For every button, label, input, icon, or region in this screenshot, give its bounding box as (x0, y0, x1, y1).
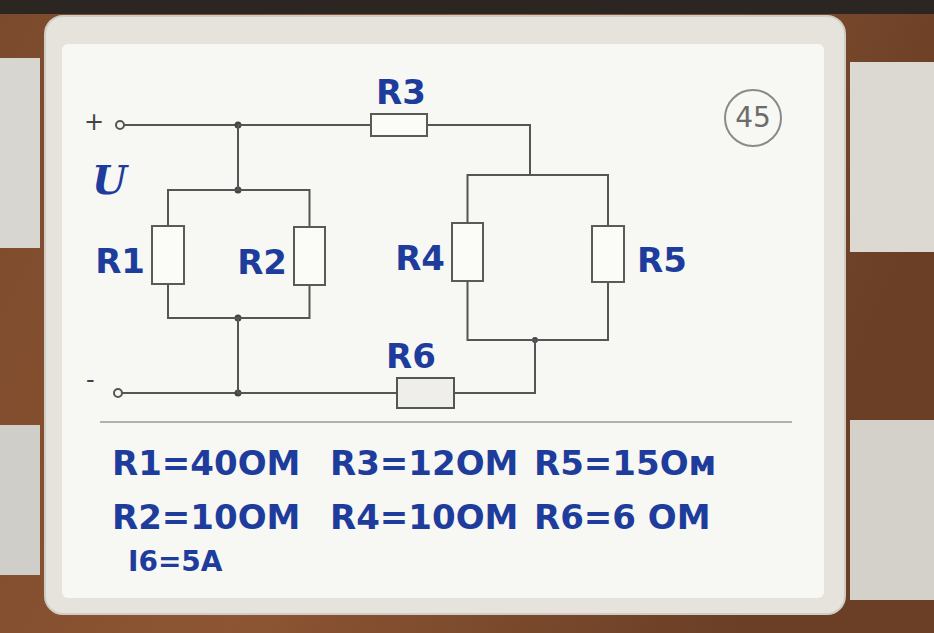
resistor-label: R3 (376, 75, 426, 109)
wire (124, 124, 238, 126)
divider-line (100, 421, 792, 423)
resistor-symbol: R2 (293, 226, 326, 286)
value-text: R4=10ОМ (330, 500, 518, 534)
wire (455, 282, 535, 393)
wire (168, 285, 310, 318)
resistor-label: R2 (237, 245, 287, 279)
wire (428, 125, 608, 225)
card (62, 44, 824, 598)
side-card (850, 62, 934, 252)
side-card (850, 420, 934, 600)
terminal (116, 121, 124, 129)
value-text: R6=6 ОМ (534, 500, 711, 534)
laminate-sleeve (45, 16, 845, 614)
wire (168, 285, 396, 393)
terminal-sign: - (86, 368, 95, 392)
resistor-symbol: R4 (451, 222, 484, 282)
resistor-symbol: R5 (591, 225, 625, 283)
terminal (114, 389, 122, 397)
voltage-label: U (92, 160, 127, 200)
resistor-label: R1 (95, 244, 145, 278)
resistor-symbol: R1 (151, 225, 185, 285)
wire (168, 125, 370, 225)
resistor-label: R4 (395, 241, 445, 275)
wire (455, 283, 608, 393)
value-text: R2=10ОМ (112, 500, 300, 534)
terminal-sign: + (84, 110, 104, 134)
side-card (0, 58, 40, 248)
wire (168, 190, 310, 226)
value-text: R1=40ОМ (112, 446, 300, 480)
resistor-symbol: R3 (370, 113, 428, 137)
wire (122, 392, 238, 394)
dark-band (0, 0, 934, 14)
value-text: R5=15Ом (534, 446, 716, 480)
current-given: I6=5A (128, 548, 223, 576)
wire (428, 125, 530, 222)
resistor-label: R5 (637, 243, 687, 277)
callout-number: 45 (735, 104, 771, 132)
resistor-symbol: R6 (396, 377, 455, 409)
side-card (0, 425, 40, 575)
resistor-label: R6 (386, 339, 436, 373)
value-text: R3=12ОМ (330, 446, 518, 480)
card-number-circle: 45 (724, 89, 782, 147)
